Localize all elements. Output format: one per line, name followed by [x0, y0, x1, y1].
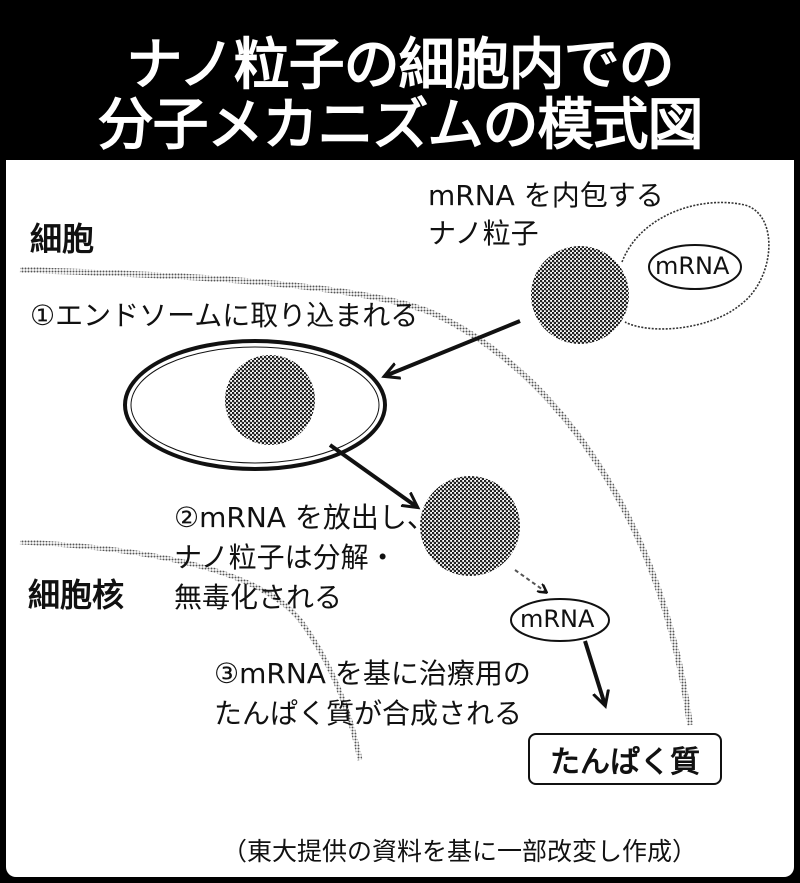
title-line-2: 分子メカニズムの模式図 [97, 93, 704, 158]
source-note: （東大提供の資料を基に一部改変し作成） [222, 837, 698, 866]
degrading-nanoparticle [420, 476, 520, 576]
protein-box: たんぱく質 [528, 733, 722, 785]
arrow-to-protein [583, 640, 605, 705]
step-3-line-1: ③mRNA を基に治療用の [214, 657, 531, 690]
mrna-oval-inner [648, 244, 742, 290]
mrna-oval-released [510, 598, 610, 642]
cell-membrane [19, 267, 693, 726]
cell-label: 細胞 [30, 220, 95, 258]
step-2-line-1: ②mRNA を放出し、 [174, 501, 435, 534]
arrow-mrna-release [514, 569, 546, 592]
mrna-released-label: mRNA [520, 605, 595, 633]
title-line-1: ナノ粒子の細胞内での [126, 33, 674, 98]
nanoparticle-label-2: ナノ粒子 [428, 217, 539, 250]
mrna-inner-label: mRNA [655, 252, 730, 280]
nucleus-membrane [19, 539, 363, 761]
step-1-text: ①エンドソームに取り込まれる [30, 299, 419, 332]
nanoparticle-sphere [531, 246, 629, 344]
nanoparticle-label-1: mRNA を内包する [428, 179, 664, 212]
nanoparticle-in-endosome [225, 355, 315, 445]
arrow-release [328, 443, 417, 507]
nanoparticle-callout [621, 201, 770, 330]
arrow-to-endosome [385, 319, 521, 376]
nucleus-label: 細胞核 [28, 576, 125, 614]
step-2-line-3: 無毒化される [174, 581, 343, 614]
endosome [123, 339, 387, 471]
step-2-line-2: ナノ粒子は分解・ [174, 541, 397, 574]
step-3-line-2: たんぱく質が合成される [214, 697, 523, 730]
